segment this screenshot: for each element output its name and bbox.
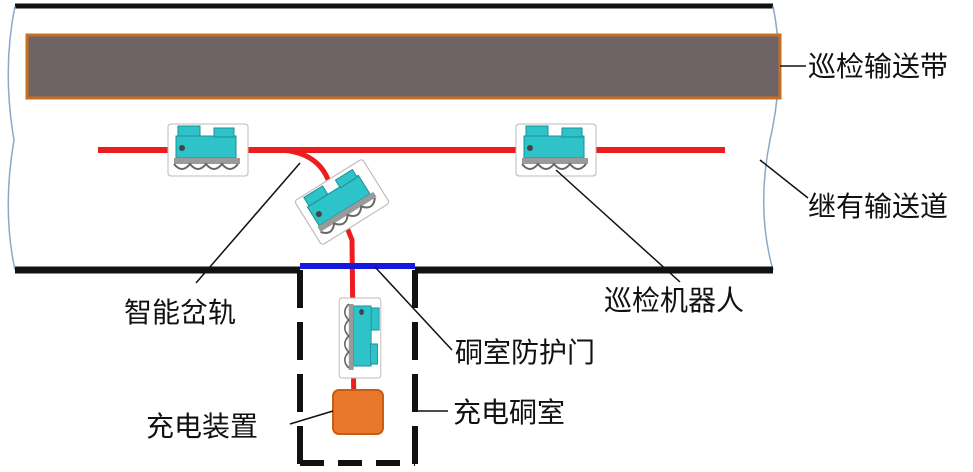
conveyor-belt — [25, 33, 782, 100]
leader-tunnel — [759, 159, 809, 199]
label-inspection-robot: 巡检机器人 — [604, 284, 744, 317]
label-charging-device: 充电装置 — [146, 410, 258, 443]
robot-4 — [338, 297, 382, 379]
tunnel-left-edge — [7, 5, 16, 271]
leader-robot — [555, 169, 681, 283]
charging-device — [332, 389, 384, 435]
label-charging-chamber: 充电硐室 — [453, 396, 565, 429]
leader-charger — [289, 410, 334, 425]
label-conveyor-belt: 巡检输送带 — [808, 50, 948, 83]
label-chamber-door: 硐室防护门 — [455, 336, 595, 369]
robot-2 — [515, 123, 597, 177]
label-conveyor-tunnel: 继有输送道 — [808, 190, 948, 223]
robot-3 — [293, 157, 391, 247]
leader-switch — [195, 162, 301, 284]
robot-1 — [167, 123, 249, 177]
leader-door — [374, 266, 453, 351]
label-smart-switch-track: 智能岔轨 — [124, 296, 236, 329]
